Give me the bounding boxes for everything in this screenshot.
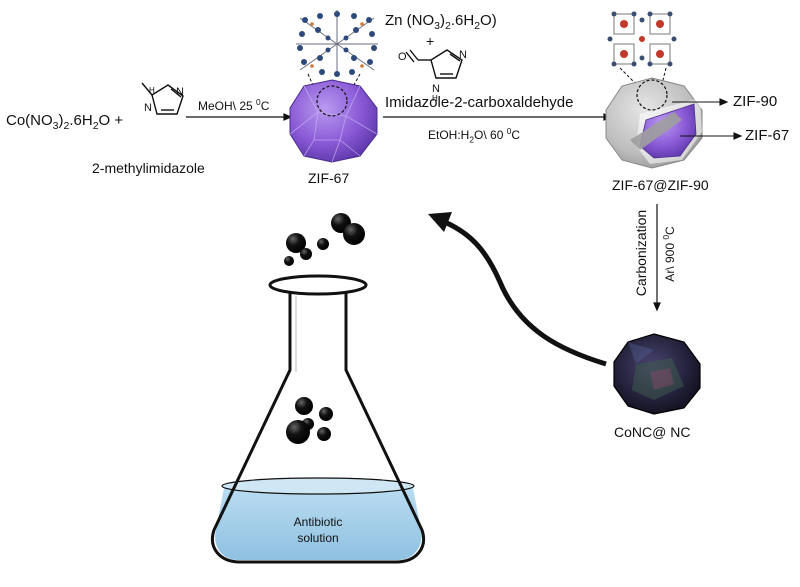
step2-conditions: EtOH:H2O\ 60 0C xyxy=(428,126,521,145)
svg-text:O: O xyxy=(398,51,407,63)
core-shell-crystal xyxy=(605,77,703,169)
carbonization-conditions: Ar\ 900 0C xyxy=(661,226,677,282)
pointer-zif67 xyxy=(680,132,743,140)
particle xyxy=(284,256,294,266)
svg-text:N: N xyxy=(432,83,440,95)
zoom-lines-zif90 xyxy=(619,67,667,85)
arrow-step2 xyxy=(383,113,613,121)
step1-conditions: MeOH\ 25 0C xyxy=(198,97,270,113)
zinc-salt-label: Zn (NO3)2.6H2O) xyxy=(385,12,497,32)
conc-nc-particle xyxy=(613,333,701,415)
particle xyxy=(319,407,333,421)
zif67-label: ZIF-67 xyxy=(308,170,350,186)
pointer-zif90 xyxy=(672,98,729,106)
core-shell-label: ZIF-67@ZIF-90 xyxy=(612,177,709,193)
return-arrow xyxy=(428,212,607,367)
zif67-pointer-label: ZIF-67 xyxy=(745,127,790,144)
particle xyxy=(300,248,312,260)
plus-sign: + xyxy=(426,33,435,49)
zif67-crystal xyxy=(289,79,378,163)
particle xyxy=(286,233,306,253)
particle xyxy=(317,238,329,250)
particles-above-flask xyxy=(284,213,365,266)
svg-text:N: N xyxy=(144,102,152,114)
carboxaldehyde-structure xyxy=(405,49,463,79)
arrow-carbonization xyxy=(653,204,661,312)
arrow-step1 xyxy=(186,113,293,121)
svg-text:H: H xyxy=(149,86,155,95)
methylimidazole-structure xyxy=(141,82,184,115)
flask-label-line2: solution xyxy=(297,531,339,545)
methylimidazole-label: 2-methylimidazole xyxy=(92,160,205,176)
zif90-framework-structure xyxy=(604,6,680,70)
flask-label: Antibiotic solution xyxy=(248,514,388,546)
carboxaldehyde-label: Imidazole-2-carboxaldehyde xyxy=(385,94,574,111)
particles-in-flask xyxy=(286,397,333,444)
particle xyxy=(317,427,331,441)
particle xyxy=(295,397,313,415)
zif90-pointer-label: ZIF-90 xyxy=(733,93,778,110)
svg-text:N: N xyxy=(176,86,184,98)
svg-text:H: H xyxy=(432,94,438,103)
zif67-framework-structure xyxy=(294,8,380,78)
flask-label-line1: Antibiotic xyxy=(293,515,343,529)
cobalt-salt-label: Co(NO3)2.6H2O + xyxy=(6,112,124,132)
particle xyxy=(286,420,310,444)
particle xyxy=(343,223,365,245)
carbonization-label: Carbonization xyxy=(633,209,649,297)
svg-text:N: N xyxy=(459,49,467,61)
conc-nc-label: CoNC@ NC xyxy=(614,424,691,440)
flask xyxy=(211,274,425,564)
